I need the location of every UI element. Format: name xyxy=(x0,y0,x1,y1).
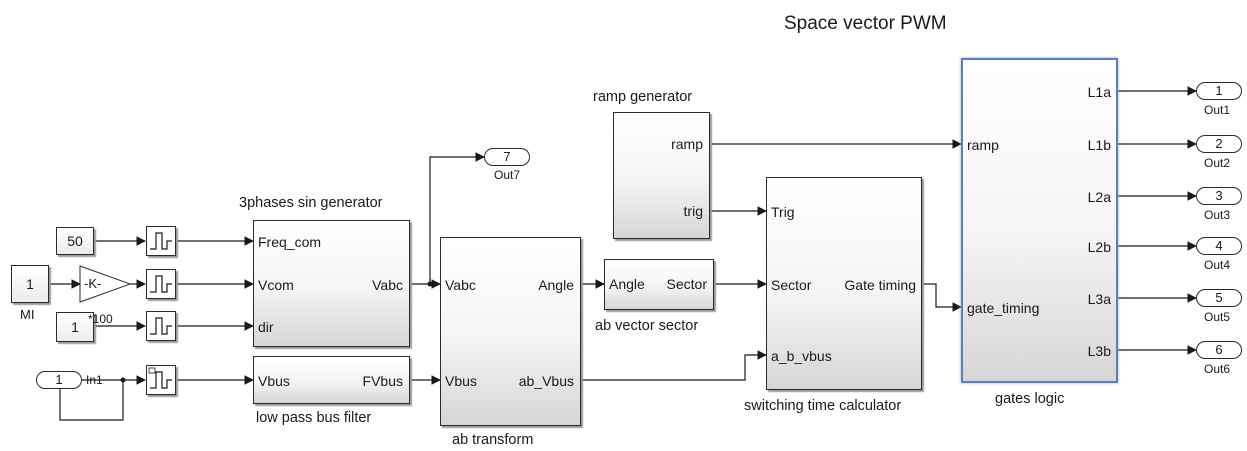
zoh-block-freq[interactable] xyxy=(146,226,176,256)
outport-2[interactable]: 2 xyxy=(1196,135,1242,153)
stair-icon xyxy=(150,275,172,293)
outport-3-label: Out3 xyxy=(1204,208,1231,222)
port-sector-in: Sector xyxy=(771,277,812,293)
rate-transition-icon xyxy=(148,367,172,389)
port-a-b-vbus-in: a_b_vbus xyxy=(771,348,832,364)
port-gate-timing-out: Gate timing xyxy=(844,277,916,293)
outport-4[interactable]: 4 xyxy=(1196,237,1242,255)
port-l2b: L2b xyxy=(1087,239,1111,255)
port-trig-out: trig xyxy=(683,203,703,219)
product-label: *100 xyxy=(88,312,113,326)
port-freq-com: Freq_com xyxy=(258,234,322,250)
stair-icon xyxy=(150,317,172,335)
wire-ab-vbus xyxy=(581,350,767,381)
constant-mi-label: MI xyxy=(20,307,35,322)
constant-mi[interactable]: 1 xyxy=(11,265,49,303)
port-vabc-in: Vabc xyxy=(445,277,476,293)
zoh-block-vbus[interactable] xyxy=(146,365,176,395)
port-ab-vbus-out: ab_Vbus xyxy=(518,373,574,389)
port-vcom: Vcom xyxy=(258,277,294,293)
outport-5-label: Out5 xyxy=(1204,310,1231,324)
port-dir: dir xyxy=(258,319,274,335)
outport-1[interactable]: 1 xyxy=(1196,82,1242,100)
outport-5[interactable]: 5 xyxy=(1196,289,1242,307)
port-vbus-in: Vbus xyxy=(258,373,290,389)
ab-transform-block[interactable]: Vabc Vbus Angle ab_Vbus xyxy=(440,237,581,426)
gates-logic-block[interactable]: ramp gate_timing L1a L1b L2a L2b L3a L3b xyxy=(961,58,1118,383)
lpf-caption: low pass bus filter xyxy=(256,410,372,426)
outport-1-label: Out1 xyxy=(1204,103,1231,117)
port-l1b: L1b xyxy=(1087,137,1111,153)
outport-6[interactable]: 6 xyxy=(1196,341,1242,359)
wire-in1-loop xyxy=(59,380,124,421)
port-l3b: L3b xyxy=(1087,343,1111,359)
port-vbus-ab: Vbus xyxy=(445,373,477,389)
ramp-generator-block[interactable]: ramp trig xyxy=(613,112,710,239)
outport-7-label: Out7 xyxy=(494,168,521,182)
port-sector-out: Sector xyxy=(666,276,707,292)
gates-caption: gates logic xyxy=(995,391,1065,407)
inport-in1[interactable]: 1 xyxy=(36,371,82,389)
port-fvbus-out: FVbus xyxy=(362,373,403,389)
stair-icon xyxy=(150,232,172,250)
port-trig-in: Trig xyxy=(771,204,795,220)
constant-freq[interactable]: 50 xyxy=(56,227,94,255)
zoh-block-vcom[interactable] xyxy=(146,269,176,299)
sin-gen-caption: 3phases sin generator xyxy=(239,195,383,211)
outport-2-label: Out2 xyxy=(1204,156,1231,170)
outport-7[interactable]: 7 xyxy=(484,148,530,166)
port-vabc-out: Vabc xyxy=(372,277,403,293)
switching-caption: switching time calculator xyxy=(744,398,902,414)
outport-3[interactable]: 3 xyxy=(1196,187,1242,205)
port-l1a: L1a xyxy=(1087,84,1111,100)
port-l3a: L3a xyxy=(1087,291,1111,307)
inport-in1-label: In1 xyxy=(86,373,103,387)
port-angle-in: Angle xyxy=(609,276,645,292)
port-ramp-in: ramp xyxy=(967,137,999,153)
ab-transform-caption: ab transform xyxy=(452,432,534,448)
branch-point xyxy=(427,281,433,287)
sin-generator-block[interactable]: Freq_com Vcom dir Vabc xyxy=(253,220,410,347)
constant-dir[interactable]: 1 xyxy=(56,312,94,342)
sector-caption: ab vector sector xyxy=(595,318,699,334)
outport-6-label: Out6 xyxy=(1204,362,1231,376)
switching-time-block[interactable]: Trig Sector a_b_vbus Gate timing xyxy=(766,177,922,390)
port-l2a: L2a xyxy=(1087,189,1111,205)
port-angle-out: Angle xyxy=(538,277,574,293)
outport-4-label: Out4 xyxy=(1204,258,1231,272)
ramp-caption: ramp generator xyxy=(593,89,693,105)
port-ramp-out: ramp xyxy=(671,136,703,152)
wire-out7 xyxy=(429,152,485,284)
low-pass-filter-block[interactable]: Vbus FVbus xyxy=(253,356,410,404)
gain-label: -K- xyxy=(84,276,102,291)
branch-point xyxy=(120,377,126,383)
sector-block[interactable]: Angle Sector xyxy=(604,259,714,310)
gain-block[interactable] xyxy=(79,265,132,303)
port-gate-timing-in: gate_timing xyxy=(967,300,1040,316)
diagram-title: Space vector PWM xyxy=(784,13,947,34)
zoh-block-dir[interactable] xyxy=(146,311,176,341)
wire-gate-timing xyxy=(922,283,962,312)
